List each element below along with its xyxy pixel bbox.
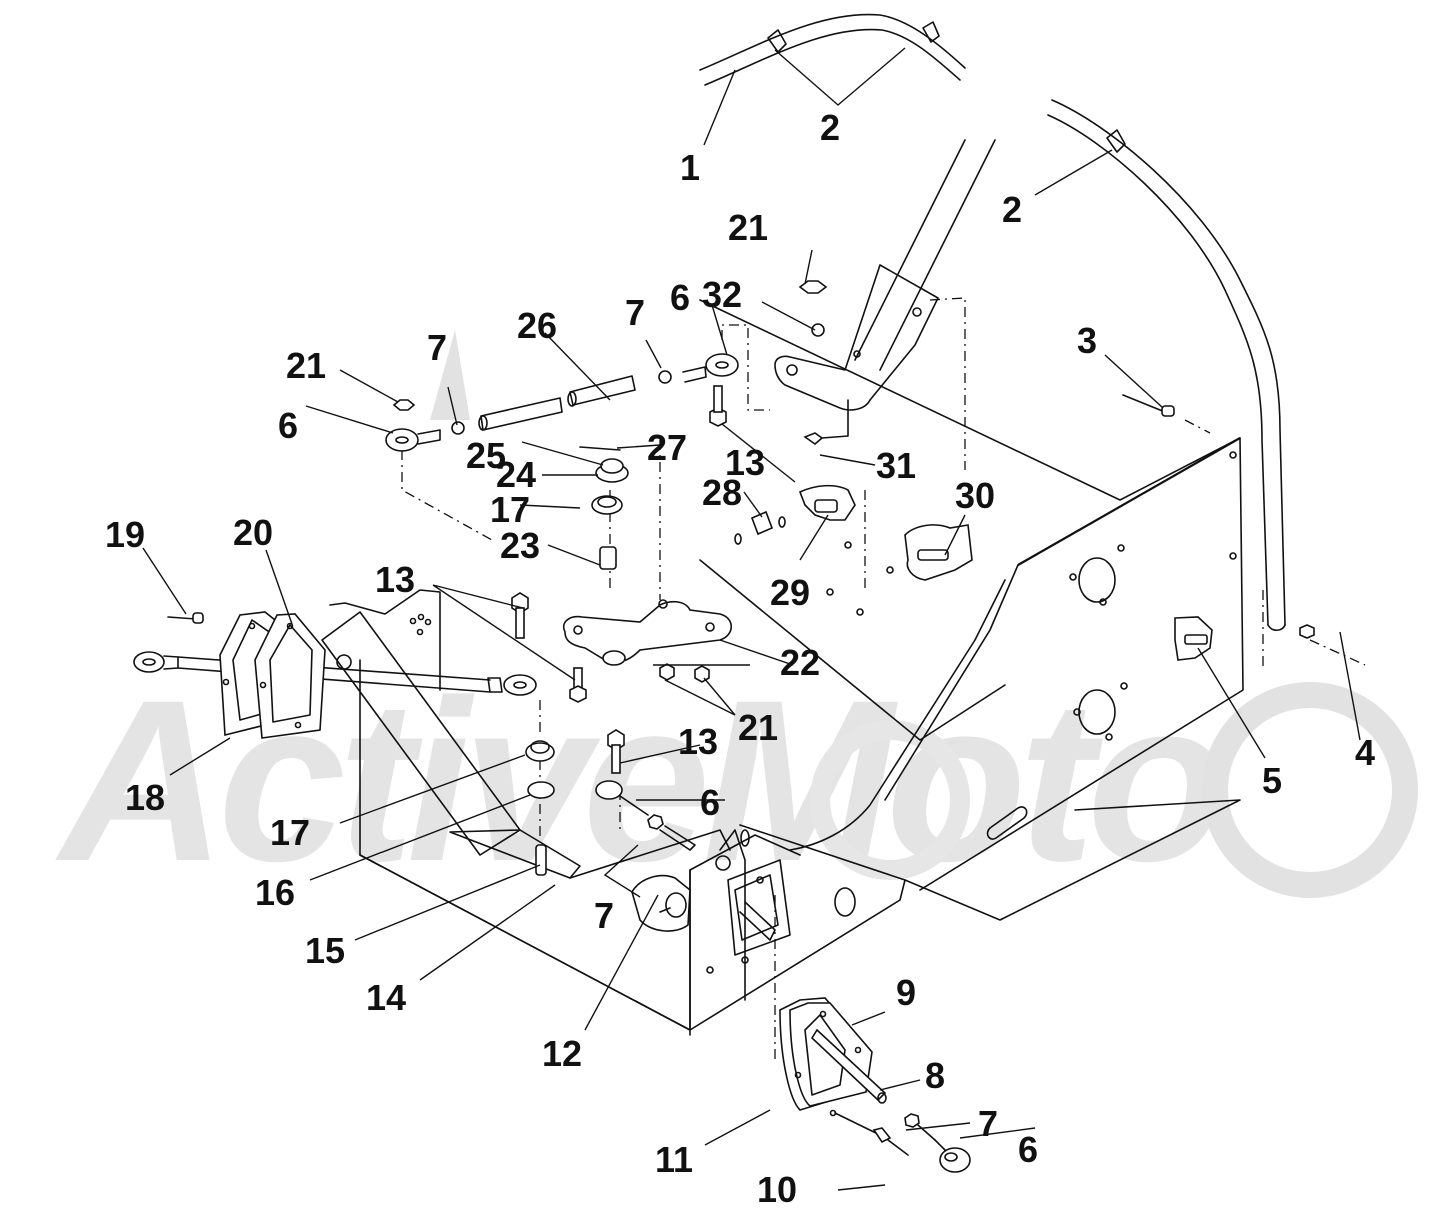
callout-7: 7 [594, 895, 614, 936]
boot-left [219, 611, 326, 739]
pin-19 [167, 612, 204, 624]
leader-lines [142, 47, 1361, 1191]
callout-2: 2 [1002, 189, 1022, 230]
callout-31: 31 [876, 445, 916, 486]
callout-13: 13 [375, 559, 415, 600]
main-frame [359, 299, 1244, 1031]
callout-15: 15 [305, 930, 345, 971]
left-bracket [329, 589, 441, 691]
callout-30: 30 [955, 475, 995, 516]
callout-8: 8 [925, 1055, 945, 1096]
callout-27: 27 [647, 427, 687, 468]
callout-21: 21 [738, 707, 778, 748]
plate-22 [563, 599, 733, 666]
assembly-lines [401, 297, 1366, 1060]
callout-6: 6 [1018, 1129, 1038, 1170]
callout-21: 21 [728, 207, 768, 248]
callout-19: 19 [105, 514, 145, 555]
callout-17: 17 [490, 489, 530, 530]
callout-17: 17 [270, 812, 310, 853]
callout-13: 13 [725, 442, 765, 483]
link-rod-upper [385, 280, 828, 452]
callout-26: 26 [517, 305, 557, 346]
callout-7: 7 [978, 1103, 998, 1144]
callout-6: 6 [670, 277, 690, 318]
pivot-bracket [774, 264, 939, 411]
callout-4: 4 [1355, 732, 1375, 773]
callout-3: 3 [1077, 320, 1097, 361]
callout-21: 21 [286, 345, 326, 386]
callouts: 1 2 2 3 4 5 6 6 6 6 7 7 7 7 8 9 10 11 12… [105, 107, 1375, 1210]
parts-28-31 [734, 399, 973, 616]
watermark-spire-icon [430, 330, 470, 420]
callout-10: 10 [757, 1169, 797, 1210]
callout-11: 11 [655, 1139, 693, 1180]
callout-6: 6 [278, 405, 298, 446]
callout-14: 14 [366, 977, 406, 1018]
callout-12: 12 [542, 1033, 582, 1074]
callout-7: 7 [427, 327, 447, 368]
callout-7: 7 [625, 292, 645, 333]
callout-16: 16 [255, 872, 295, 913]
callout-32: 32 [702, 274, 742, 315]
callout-24: 24 [496, 454, 536, 495]
callout-22: 22 [780, 642, 820, 683]
roll-bar [699, 13, 1286, 632]
callout-18: 18 [125, 777, 165, 818]
watermark-wheel-icon [1202, 682, 1418, 898]
steering-post [854, 139, 996, 371]
parts-3-5 [1122, 394, 1315, 661]
callout-2: 2 [820, 107, 840, 148]
callout-1: 1 [680, 147, 700, 188]
right-pedal-assembly [631, 829, 971, 1173]
callout-6: 6 [700, 782, 720, 823]
callout-9: 9 [896, 972, 916, 1013]
fasteners [511, 385, 727, 876]
callout-5: 5 [1262, 760, 1282, 801]
callout-28: 28 [702, 472, 742, 513]
callout-25: 25 [466, 435, 506, 476]
callout-20: 20 [233, 512, 273, 553]
callout-13: 13 [678, 721, 718, 762]
watermark-wheel-icon [810, 720, 970, 880]
callout-23: 23 [500, 525, 540, 566]
callout-29: 29 [770, 572, 810, 613]
pivot-stack [579, 446, 629, 570]
